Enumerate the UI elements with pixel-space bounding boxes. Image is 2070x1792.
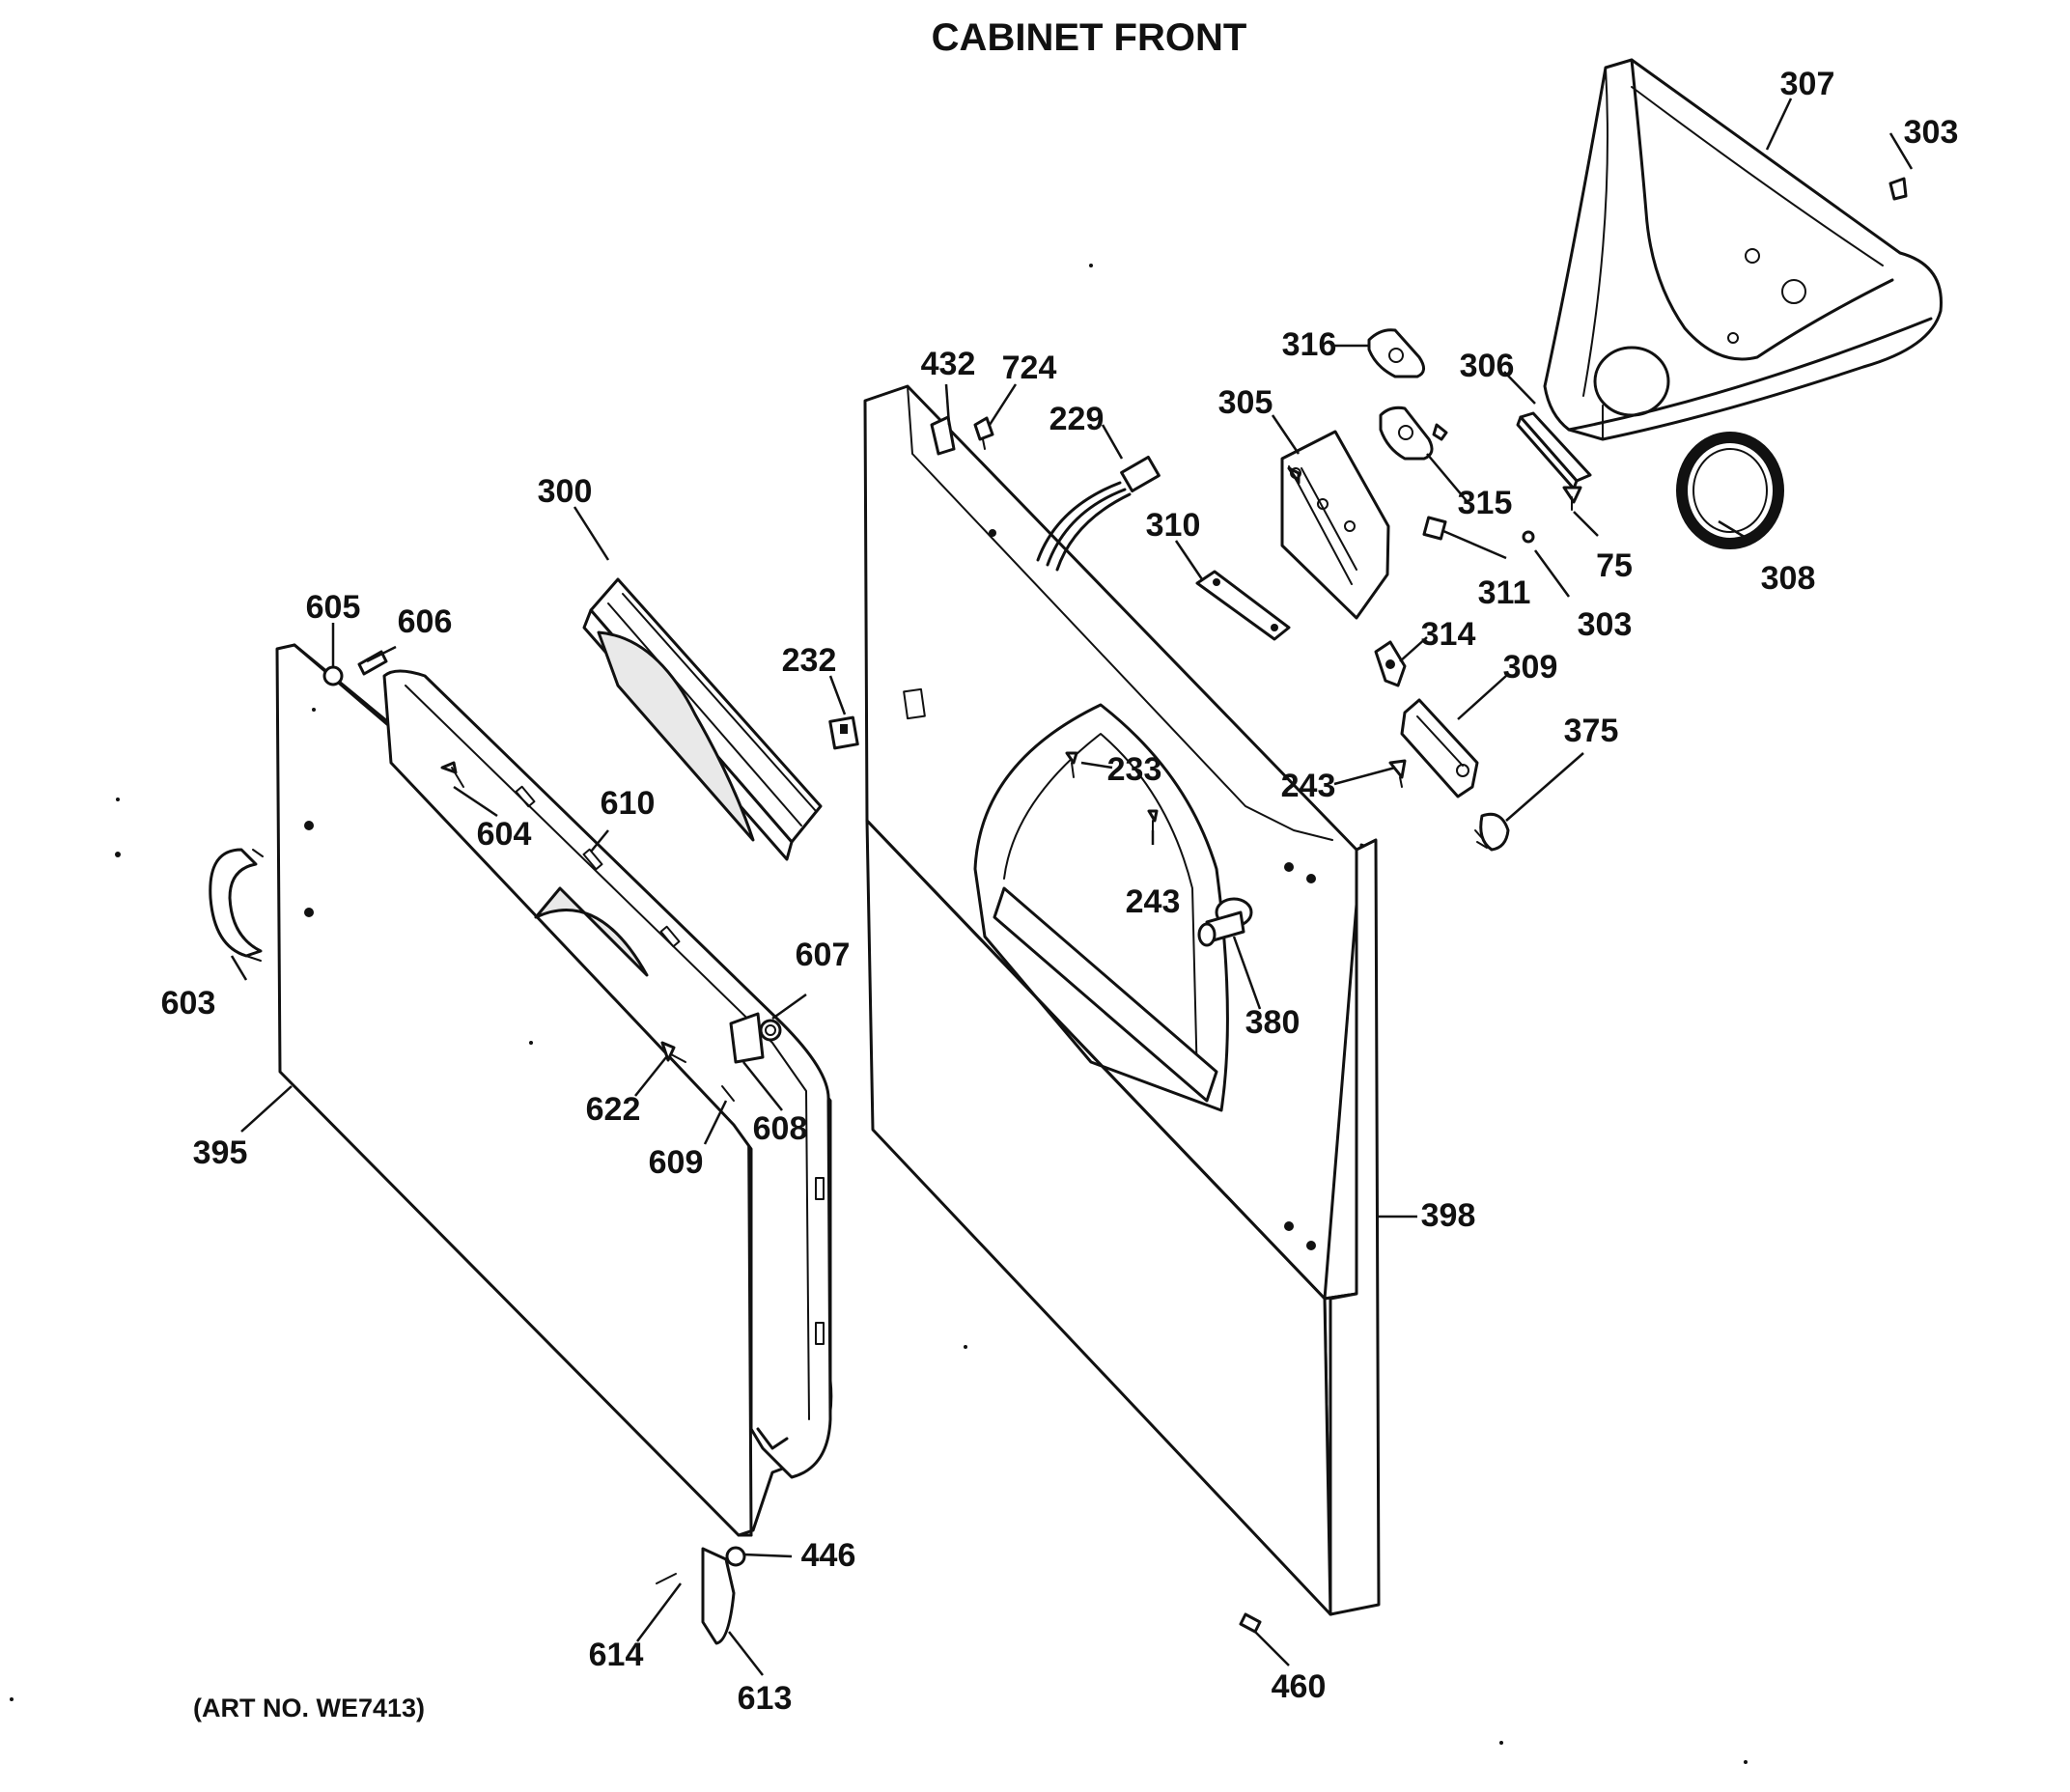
callout-311: 311 [1478, 574, 1531, 611]
callout-labels: 307 303 316 306 305 432 724 229 315 300 … [161, 66, 1959, 1717]
callout-432: 432 [921, 346, 976, 382]
callout-300: 300 [538, 473, 593, 510]
actuator-314-drawing [1374, 640, 1407, 687]
bumper-380-drawing [1197, 897, 1253, 947]
callout-232: 232 [782, 642, 837, 679]
callout-603: 603 [161, 985, 216, 1022]
front-panel-drawing [863, 384, 1381, 1616]
callout-398: 398 [1421, 1197, 1476, 1234]
bracket-315-drawing [1379, 406, 1448, 461]
callout-610: 610 [601, 785, 656, 822]
callout-375: 375 [1564, 713, 1619, 749]
callout-306: 306 [1460, 348, 1515, 384]
door-handle-drawing [209, 848, 264, 962]
callout-233: 233 [1107, 751, 1162, 788]
callout-607: 607 [796, 937, 851, 973]
callout-75: 75 [1596, 547, 1633, 584]
art-number: (ART NO. WE7413) [193, 1694, 425, 1722]
pad-310-drawing [1195, 570, 1291, 641]
callout-608: 608 [753, 1110, 808, 1147]
callout-446: 446 [801, 1537, 856, 1574]
door-switch-drawing [1400, 698, 1479, 798]
callout-606: 606 [398, 603, 453, 640]
callout-308: 308 [1761, 560, 1816, 597]
bracket-316-drawing [1367, 328, 1425, 378]
nut-311-drawing [1422, 516, 1447, 541]
callout-315: 315 [1458, 485, 1513, 521]
clip-432-drawing [930, 415, 956, 456]
callout-613: 613 [738, 1680, 793, 1717]
callout-622: 622 [586, 1091, 641, 1128]
callout-604: 604 [477, 816, 532, 853]
bracket-plate-drawing [1280, 430, 1390, 620]
callout-310: 310 [1146, 507, 1201, 544]
callout-303: 303 [1578, 606, 1633, 643]
callout-314: 314 [1421, 616, 1476, 653]
callout-316: 316 [1282, 326, 1337, 363]
felt-seal-drawing [1676, 432, 1784, 549]
callout-724: 724 [1002, 350, 1057, 386]
callout-307: 307 [1780, 66, 1835, 102]
callout-614: 614 [589, 1637, 644, 1673]
callout-229: 229 [1049, 401, 1105, 437]
clip-724-drawing [973, 416, 994, 450]
callout-303-top: 303 [1904, 114, 1959, 151]
callout-243-right: 243 [1281, 768, 1336, 804]
wire-harness-drawing [1036, 455, 1161, 572]
lint-duct-drawing [582, 577, 823, 861]
diagram-title: CABINET FRONT [932, 16, 1247, 59]
callout-460: 460 [1272, 1668, 1327, 1705]
callout-609: 609 [649, 1144, 704, 1181]
socket-375-drawing [1474, 812, 1510, 852]
callout-309: 309 [1503, 649, 1558, 686]
switch-232-drawing [828, 715, 859, 750]
callout-395: 395 [193, 1134, 248, 1171]
callout-605: 605 [306, 589, 361, 626]
scan-specks [10, 264, 1748, 1764]
door-liner-drawing [382, 669, 832, 1479]
callout-380: 380 [1245, 1004, 1301, 1041]
callout-243-center: 243 [1126, 883, 1181, 920]
leader-lines [230, 98, 1914, 1676]
callout-305: 305 [1218, 384, 1273, 421]
top-bulkhead-drawing [1543, 58, 1943, 441]
small-screws-drawing [322, 177, 1908, 1645]
